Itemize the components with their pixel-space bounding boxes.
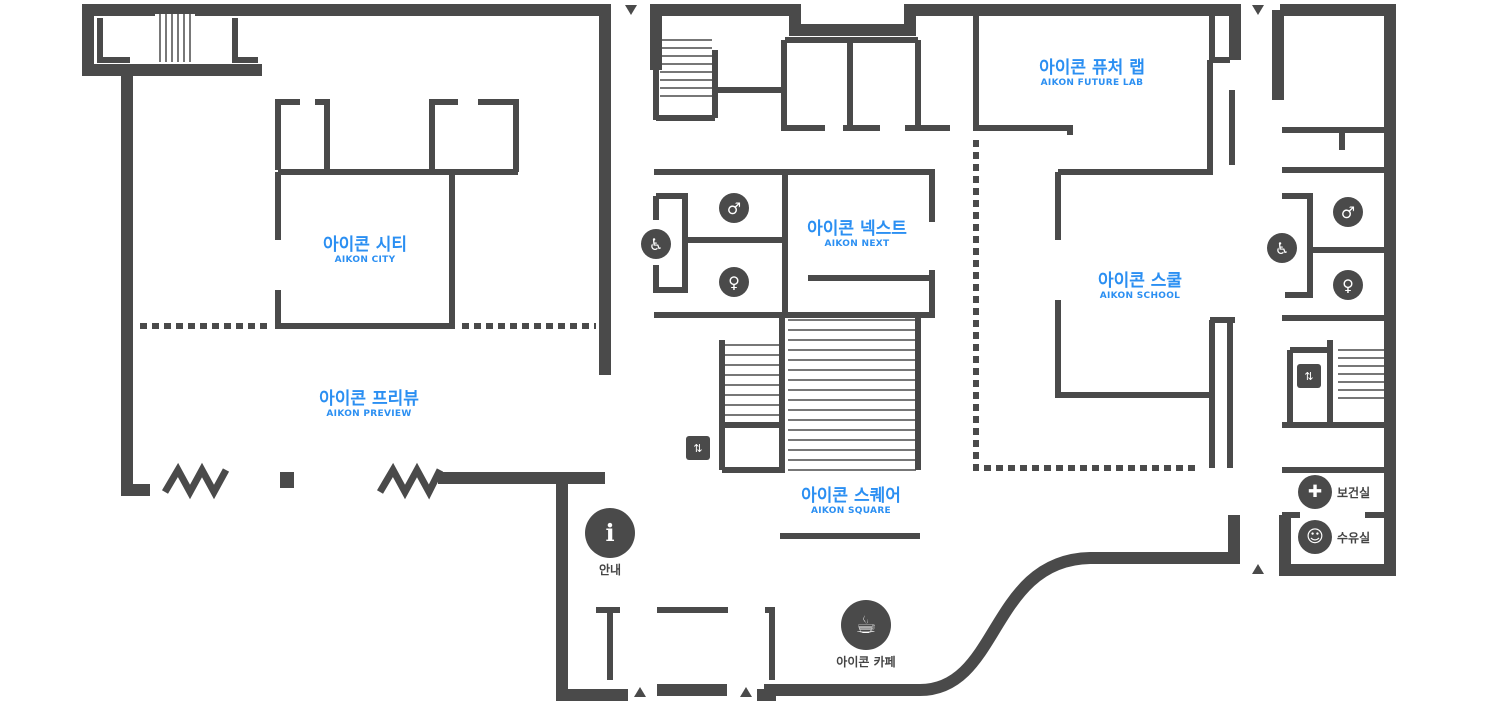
room-preview-name: 아이콘 프리뷰 (319, 389, 419, 409)
room-next-en: AIKON NEXT (824, 239, 890, 249)
cafe-coffee-icon: ☕ (841, 600, 891, 650)
nursing-room-label: 수유실 (1337, 531, 1371, 545)
room-next[interactable]: 아이콘 넥스트 AIKON NEXT (807, 214, 907, 249)
wheelchair-restroom-icon: ♿ (1267, 233, 1297, 263)
room-square[interactable]: 아이콘 스퀘어 AIKON SQUARE (801, 481, 901, 516)
room-preview[interactable]: 아이콘 프리뷰 AIKON PREVIEW (319, 384, 419, 419)
cafe-label: 아이콘 카페 (836, 655, 896, 669)
health-room-icon: ✚ (1298, 475, 1332, 509)
room-school-name: 아이콘 스쿨 (1097, 271, 1183, 291)
room-preview-en: AIKON PREVIEW (326, 409, 412, 419)
info-label: 안내 (598, 563, 622, 577)
stairs-grand (788, 319, 916, 471)
restroom-female-icon: ♀ (719, 267, 749, 297)
restroom-male-icon: ♂ (719, 193, 749, 223)
elevator-icon: ⇅ (686, 436, 710, 460)
room-next-name: 아이콘 넥스트 (807, 219, 907, 239)
nursing-room-icon: ☺ (1298, 520, 1332, 554)
info-headset-icon: ℹ (585, 508, 635, 558)
room-future-lab[interactable]: 아이콘 퓨처 랩 AIKON FUTURE LAB (1039, 53, 1145, 88)
elevator-icon: ⇅ (1297, 364, 1321, 388)
room-city[interactable]: 아이콘 시티 AIKON CITY (323, 230, 407, 265)
room-future-lab-en: AIKON FUTURE LAB (1040, 78, 1144, 88)
room-city-name: 아이콘 시티 (322, 235, 408, 255)
room-square-name: 아이콘 스퀘어 (801, 486, 901, 506)
restroom-female-icon: ♀ (1333, 270, 1363, 300)
restroom-male-icon: ♂ (1333, 197, 1363, 227)
room-school[interactable]: 아이콘 스쿨 AIKON SCHOOL (1098, 266, 1182, 301)
entrance-markers (625, 5, 1264, 697)
health-room-label: 보건실 (1337, 486, 1371, 500)
stairs-top-left (155, 14, 195, 62)
room-school-en: AIKON SCHOOL (1099, 291, 1181, 301)
room-city-en: AIKON CITY (334, 255, 396, 265)
room-future-lab-name: 아이콘 퓨처 랩 (1039, 58, 1145, 78)
wheelchair-restroom-icon: ♿ (641, 229, 671, 259)
room-square-en: AIKON SQUARE (810, 506, 892, 516)
